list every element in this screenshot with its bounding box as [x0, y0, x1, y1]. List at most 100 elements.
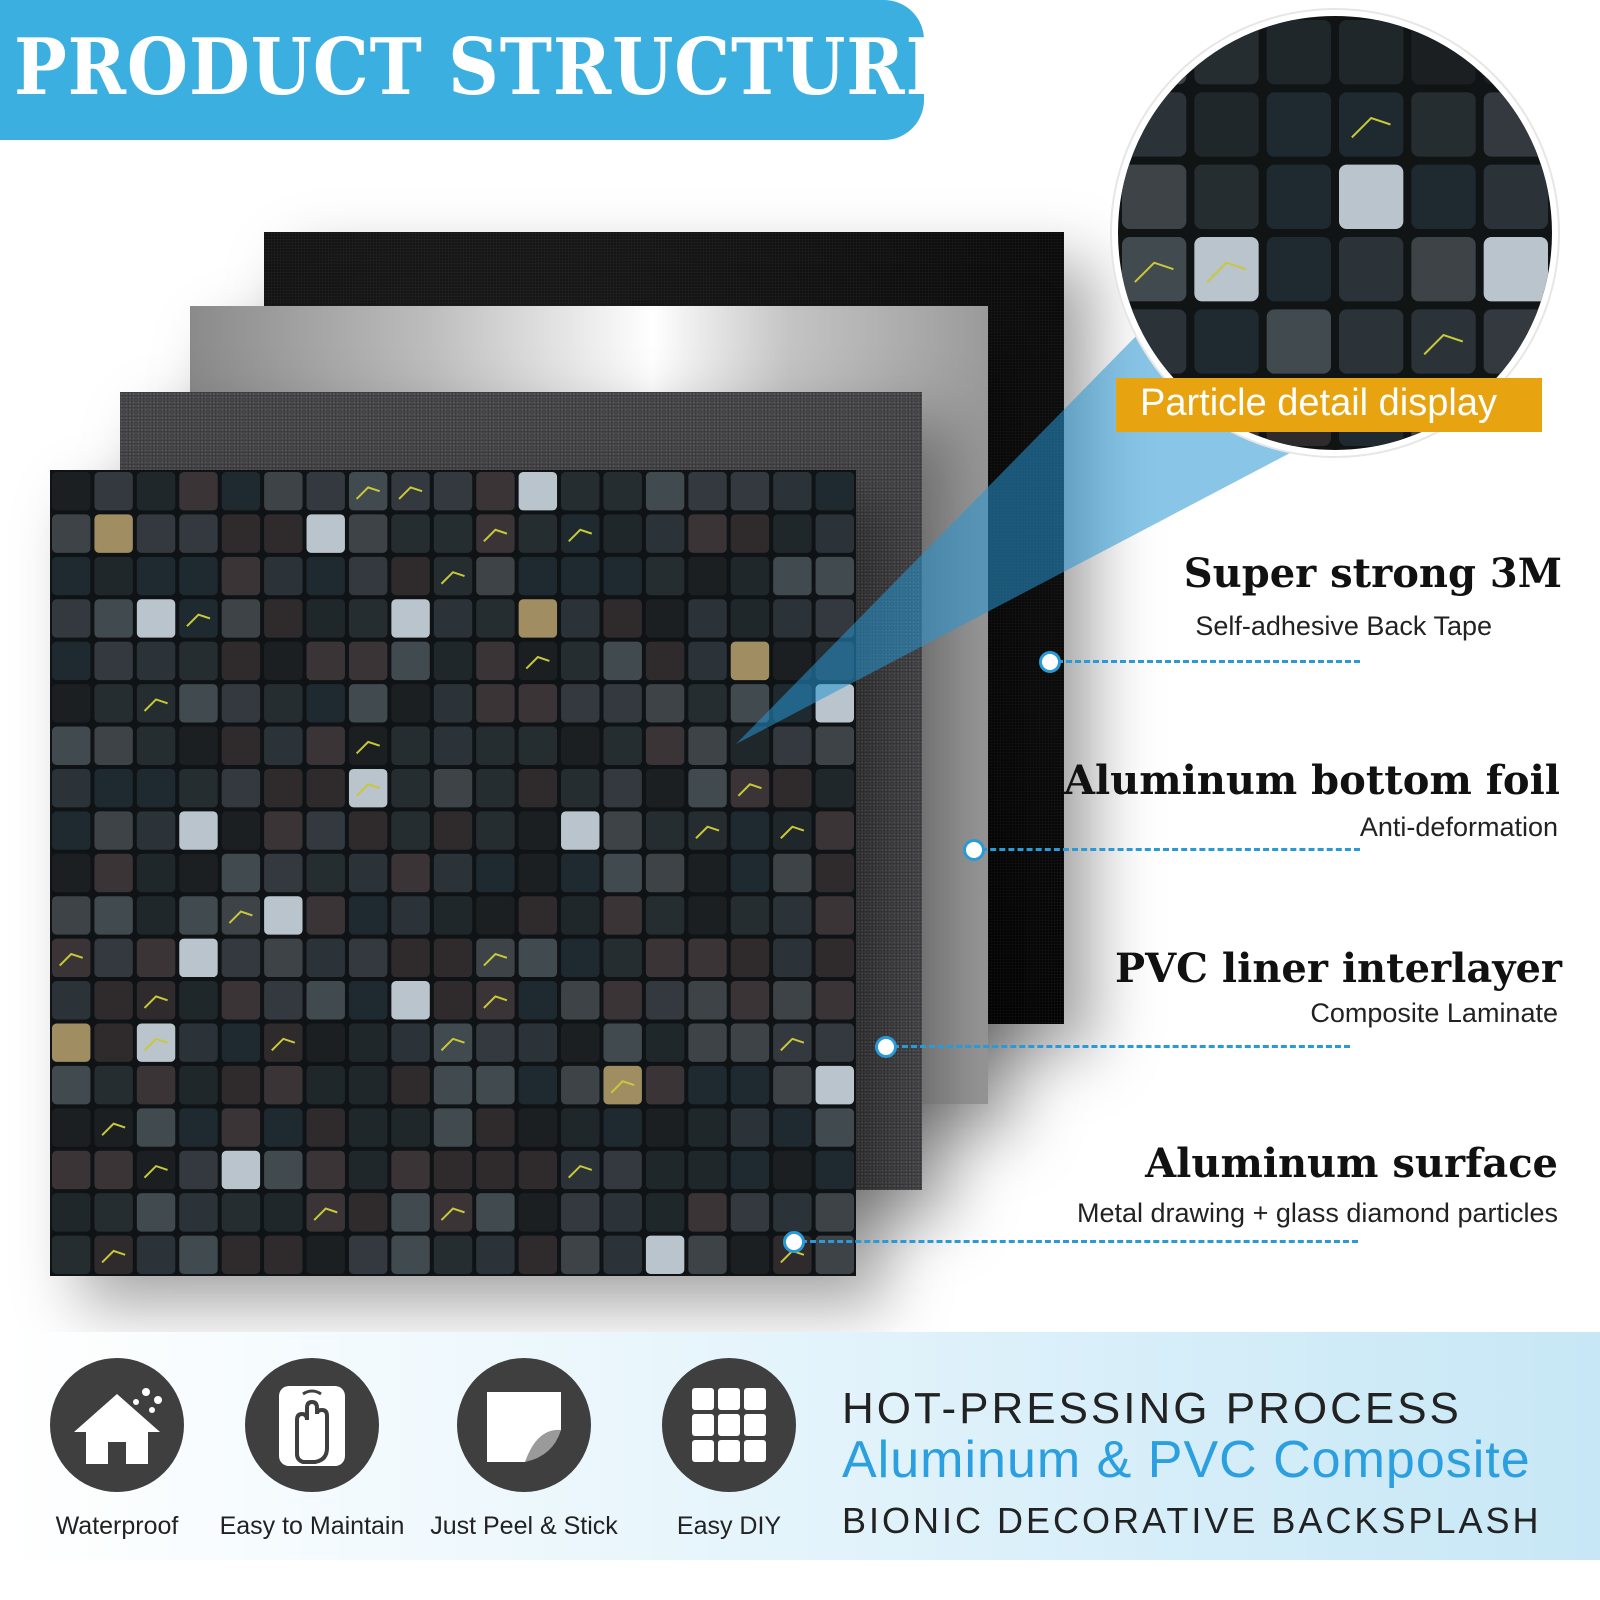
feature-label-peel: Just Peel & Stick — [430, 1512, 618, 1540]
mosaic-tile — [815, 1108, 854, 1147]
mosaic-tile — [1411, 237, 1476, 302]
mosaic-tile — [518, 641, 558, 681]
mosaic-tile — [94, 1235, 133, 1274]
gold-vein — [355, 486, 381, 500]
mosaic-tile — [1266, 92, 1331, 157]
mosaic-tile — [306, 1193, 345, 1232]
mosaic-tile — [730, 853, 770, 893]
mosaic-tile — [179, 556, 218, 596]
mosaic-tile — [264, 811, 303, 850]
mosaic-tile — [645, 599, 685, 638]
mosaic-tile — [221, 981, 261, 1020]
mosaic-tile — [306, 853, 345, 893]
mosaic-tile — [688, 1193, 727, 1232]
mosaic-tile — [476, 1108, 515, 1147]
mosaic-tile — [52, 768, 91, 808]
mosaic-tile — [433, 1193, 473, 1232]
mosaic-tile-surface — [50, 470, 856, 1276]
mosaic-tile — [815, 1235, 854, 1274]
mosaic-tile — [773, 853, 812, 893]
mosaic-tile — [179, 768, 218, 808]
mosaic-tile — [603, 556, 642, 596]
mosaic-tile — [730, 1235, 770, 1274]
mosaic-tile — [815, 1023, 854, 1062]
mosaic-tile — [688, 599, 727, 638]
mosaic-tile — [94, 641, 133, 681]
mosaic-tile — [179, 1150, 218, 1190]
mosaic-tile — [773, 684, 812, 723]
mosaic-tile — [476, 556, 515, 596]
mosaic-tile — [221, 1235, 261, 1274]
mosaic-tile — [433, 853, 473, 893]
mosaic-tile — [306, 768, 345, 808]
mosaic-tile — [688, 1023, 727, 1062]
mosaic-tile — [52, 1023, 91, 1062]
mosaic-tile — [179, 1235, 218, 1274]
gold-vein — [355, 740, 381, 755]
mosaic-tile — [815, 514, 854, 553]
mosaic-tile — [433, 1108, 473, 1147]
mosaic-tile — [391, 514, 430, 553]
mosaic-tile — [348, 1193, 388, 1232]
grid-icon-cell — [718, 1440, 740, 1462]
mosaic-tile — [561, 1150, 600, 1190]
gold-vein — [780, 825, 805, 839]
mosaic-tile — [518, 1065, 558, 1105]
grid-icon-cell — [692, 1388, 714, 1410]
mosaic-tile — [603, 1150, 642, 1190]
mosaic-tile — [433, 1150, 473, 1190]
mosaic-tile — [645, 811, 685, 850]
mosaic-tile — [348, 981, 388, 1020]
mosaic-tile — [688, 1108, 727, 1147]
mosaic-tile — [1122, 20, 1187, 85]
gold-vein — [1351, 116, 1391, 139]
callout-title-pvc: PVC liner interlayer — [1115, 945, 1562, 992]
mosaic-tile — [306, 726, 345, 765]
mosaic-tile — [603, 726, 642, 765]
mosaic-tile — [561, 938, 600, 978]
mosaic-tile — [476, 938, 515, 978]
mosaic-tile — [391, 1065, 430, 1105]
mosaic-tile — [179, 684, 218, 723]
mosaic-tile — [348, 641, 388, 681]
callout-line-foil — [972, 848, 1360, 851]
mosaic-tile — [391, 811, 430, 850]
mosaic-tile — [221, 938, 261, 978]
mosaic-tile — [94, 599, 133, 638]
mosaic-tile — [815, 641, 854, 681]
mosaic-tile — [52, 1235, 91, 1274]
mosaic-tile — [264, 896, 303, 935]
mosaic-tile — [773, 768, 812, 808]
mosaic-tile — [476, 684, 515, 723]
detail-label: Particle detail display — [1140, 382, 1497, 424]
mosaic-tile — [391, 1193, 430, 1232]
mosaic-tile — [645, 1108, 685, 1147]
mosaic-tile — [645, 641, 685, 681]
feature-label-diy: Easy DIY — [676, 1512, 782, 1540]
gold-vein — [568, 528, 593, 543]
mosaic-tile — [179, 1023, 218, 1062]
gold-vein — [101, 1122, 126, 1136]
mosaic-tile — [179, 981, 218, 1020]
mosaic-tile — [348, 684, 388, 723]
mosaic-tile — [561, 1108, 600, 1147]
mosaic-tile — [730, 938, 770, 978]
mosaic-tile — [264, 1108, 303, 1147]
mosaic-tile — [603, 981, 642, 1020]
mosaic-tile — [1339, 309, 1404, 374]
mosaic-tile — [603, 1108, 642, 1147]
mosaic-tile — [136, 768, 176, 808]
mosaic-tile — [645, 472, 685, 511]
mosaic-tile — [136, 853, 176, 893]
mosaic-tile — [518, 811, 558, 850]
mosaic-tile — [518, 599, 558, 638]
feature-label-waterproof: Waterproof — [55, 1512, 179, 1540]
mosaic-tile — [306, 1150, 345, 1190]
mosaic-tile — [94, 684, 133, 723]
mosaic-tile — [688, 811, 727, 850]
gold-vein — [1206, 261, 1247, 283]
mosaic-tile — [815, 896, 854, 935]
grid-icon-cell — [718, 1388, 740, 1410]
mosaic-tile — [94, 1193, 133, 1232]
mosaic-tile — [645, 981, 685, 1020]
